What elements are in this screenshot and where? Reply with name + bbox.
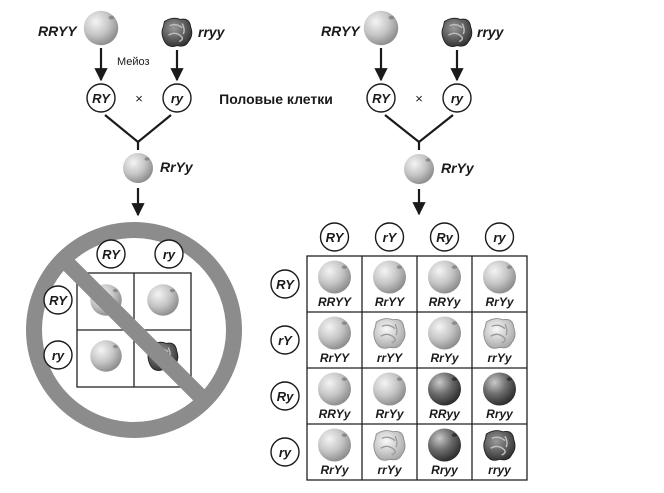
cell-pea-round-yellow xyxy=(318,428,351,462)
cell-genotype: RRYy xyxy=(319,407,352,421)
cell-genotype: rrYy xyxy=(487,351,512,365)
cell-genotype: Rryy xyxy=(486,407,514,421)
prohibition-slash xyxy=(57,253,211,407)
col-header-circle xyxy=(484,222,515,252)
right-parent-round-yellow-pea xyxy=(363,10,399,46)
row-header-circle xyxy=(270,437,300,467)
cell-genotype: RrYy xyxy=(430,351,459,365)
right-gamete-2-circle xyxy=(442,83,472,113)
col-header-3: Ry xyxy=(436,230,453,245)
row-header-3: Ry xyxy=(277,389,294,404)
cell-genotype: rrYy xyxy=(377,463,402,477)
gametes-label: Половые клетки xyxy=(219,91,333,107)
cell-genotype: rrYY xyxy=(377,351,403,365)
prohibition-ring xyxy=(26,222,242,438)
cell-pea-round-yellow xyxy=(373,372,406,406)
left-f1-pea xyxy=(123,153,153,183)
cell-pea-wrinkled-green xyxy=(483,429,516,462)
cell-pea-wrinkled-yellow xyxy=(483,317,516,349)
cell-pea-round-yellow xyxy=(483,260,516,294)
right-parent1-genotype: RRYY xyxy=(321,23,361,39)
right-gamete-1: RY xyxy=(372,91,391,106)
cell-pea-round-green xyxy=(483,372,516,406)
cell-genotype: rryy xyxy=(488,463,512,477)
row-header-circle xyxy=(270,269,300,299)
cell-genotype: RRYy xyxy=(429,295,462,309)
left-gamete-1: RY xyxy=(92,91,111,106)
right-parent2-genotype: rryy xyxy=(477,24,505,40)
meiosis-label: Мейоз xyxy=(117,56,150,68)
left-parent2-genotype: rryy xyxy=(198,24,226,40)
left-cell-pea-round-yellow xyxy=(147,284,179,316)
left-col-header-2: ry xyxy=(163,247,176,262)
row-header-circle xyxy=(270,325,300,355)
right-grid-lines xyxy=(307,256,527,480)
col-header-circle xyxy=(319,222,350,252)
left-panel: RRYY rryy Мейоз RY ry × RrYy RY ry RY ry xyxy=(26,10,242,438)
left-row-header-2-circle xyxy=(43,340,73,370)
col-header-4: ry xyxy=(493,230,506,245)
left-row-header-1: RY xyxy=(49,293,68,308)
cell-pea-round-yellow xyxy=(318,316,351,350)
left-gamete-2: ry xyxy=(171,91,184,106)
parent-round-yellow-pea xyxy=(83,10,119,46)
parent-wrinkled-green-pea xyxy=(161,17,193,48)
left-col-header-2-circle xyxy=(154,239,184,269)
cell-genotype: RrYy xyxy=(320,463,349,477)
right-cross-symbol: × xyxy=(415,91,423,106)
right-f1-genotype: RrYy xyxy=(441,160,475,176)
right-parent-wrinkled-green-pea xyxy=(441,17,473,48)
left-parent1-genotype: RRYY xyxy=(38,23,78,39)
right-fusion-lines xyxy=(384,114,454,144)
cell-pea-round-yellow xyxy=(318,260,351,294)
left-gamete-1-circle xyxy=(86,83,116,113)
cell-genotype: RRYY xyxy=(318,295,352,309)
cell-pea-round-yellow xyxy=(428,316,461,350)
left-col-header-1: RY xyxy=(102,247,121,262)
row-header-2: rY xyxy=(278,333,293,348)
left-row-header-2: ry xyxy=(52,348,65,363)
cell-pea-round-green xyxy=(428,428,461,462)
cell-pea-round-yellow xyxy=(428,260,461,294)
col-header-1: RY xyxy=(326,230,345,245)
cell-genotype: RrYy xyxy=(485,295,514,309)
left-gamete-2-circle xyxy=(162,83,192,113)
right-gamete-1-circle xyxy=(366,83,396,113)
row-header-1: RY xyxy=(276,277,295,292)
cell-pea-wrinkled-yellow xyxy=(373,317,406,349)
col-header-circle xyxy=(429,222,460,252)
right-f1-pea xyxy=(404,154,434,184)
left-row-header-1-circle xyxy=(43,285,73,315)
cell-pea-round-yellow xyxy=(318,372,351,406)
left-col-header-1-circle xyxy=(96,239,126,269)
cell-pea-round-green xyxy=(428,372,461,406)
left-fusion-lines xyxy=(104,114,172,144)
left-f1-genotype: RrYy xyxy=(160,159,194,175)
cell-genotype: Rryy xyxy=(431,463,459,477)
cell-genotype: RrYY xyxy=(375,295,405,309)
cell-pea-wrinkled-yellow xyxy=(373,429,406,461)
left-cell-pea-round-yellow xyxy=(90,340,122,372)
left-cross-symbol: × xyxy=(135,91,143,106)
cell-genotype: RrYy xyxy=(375,407,404,421)
col-header-2: rY xyxy=(383,230,398,245)
row-header-4: ry xyxy=(279,445,292,460)
cell-genotype: RrYY xyxy=(320,351,350,365)
col-header-circle xyxy=(374,222,405,252)
row-header-circle xyxy=(270,381,300,411)
cell-pea-round-yellow xyxy=(373,260,406,294)
cell-genotype: RRyy xyxy=(429,407,461,421)
right-gamete-2: ry xyxy=(451,91,464,106)
